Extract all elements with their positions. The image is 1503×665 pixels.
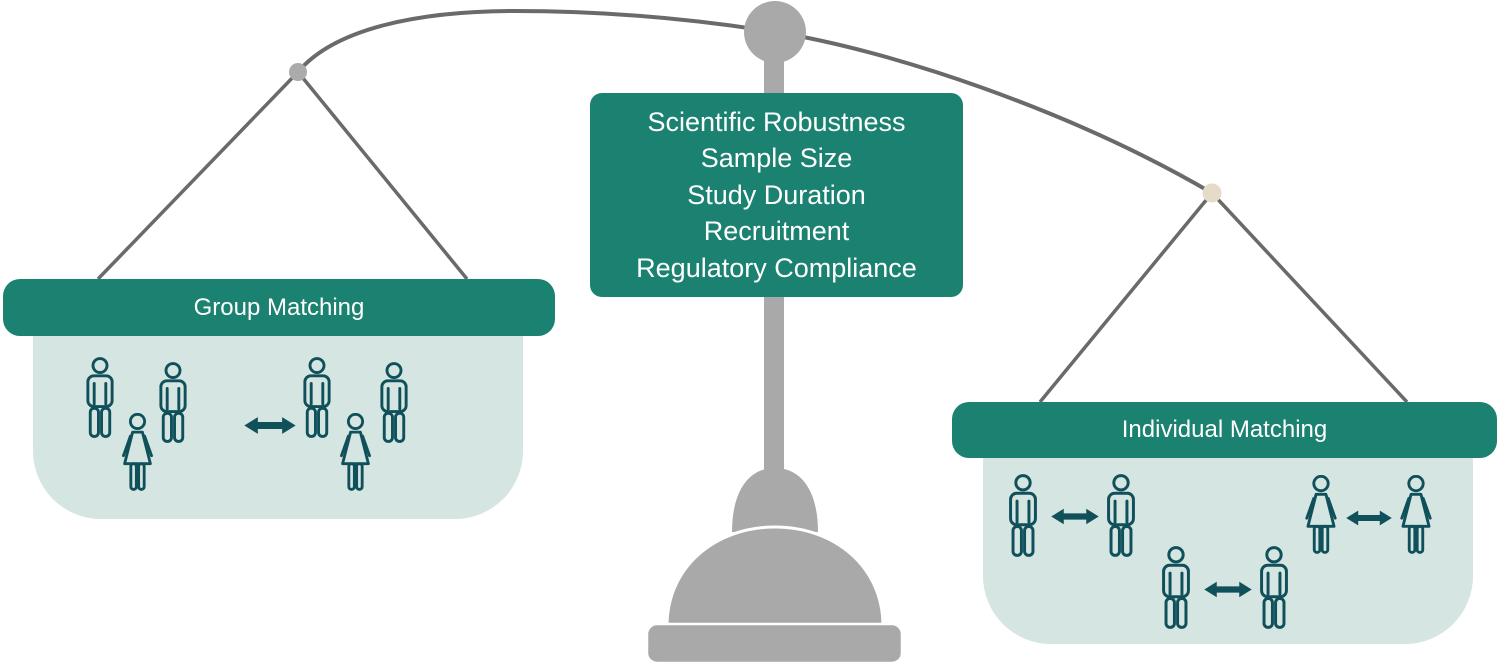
right-pan-title: Individual Matching — [1121, 416, 1328, 443]
double-headed-arrow-icon — [1050, 506, 1100, 527]
left-hook-dot — [289, 63, 307, 81]
double-headed-arrow-icon — [1203, 579, 1253, 600]
male-person-icon — [155, 362, 191, 444]
female-person-icon — [117, 413, 158, 493]
stand-post-lower — [764, 296, 784, 474]
male-person-icon — [1004, 474, 1042, 558]
right-pan-header: Individual Matching — [952, 402, 1497, 458]
consideration-line: Recruitment — [703, 216, 850, 247]
right-pan-string-left — [1038, 191, 1214, 404]
left-pan-string-right — [296, 70, 469, 281]
right-hook-dot — [1202, 183, 1222, 203]
considerations-panel: Scientific Robustness Sample Size Study … — [590, 93, 963, 297]
male-person-icon — [1255, 546, 1293, 630]
male-person-icon — [82, 357, 118, 439]
left-pan-string-left — [96, 70, 300, 281]
consideration-line: Study Duration — [687, 179, 866, 210]
consideration-line: Sample Size — [700, 143, 853, 174]
consideration-line: Regulatory Compliance — [636, 252, 917, 283]
consideration-line: Scientific Robustness — [647, 106, 906, 137]
double-headed-arrow-icon — [1345, 508, 1393, 528]
base-upper-dome — [732, 468, 818, 532]
pivot-ball — [744, 1, 806, 63]
male-person-icon — [1157, 546, 1195, 630]
base-foot — [645, 622, 904, 665]
female-person-icon — [1394, 475, 1438, 556]
scale-beam — [296, 8, 1214, 195]
male-person-icon — [299, 357, 335, 439]
left-pan-header: Group Matching — [3, 279, 555, 336]
female-person-icon — [1299, 475, 1343, 556]
male-person-icon — [1102, 474, 1140, 558]
right-pan-string-right — [1210, 191, 1409, 404]
right-pan-body — [983, 452, 1473, 644]
double-headed-arrow-icon — [243, 414, 297, 437]
male-person-icon — [376, 362, 412, 444]
left-pan-title: Group Matching — [193, 293, 365, 321]
female-person-icon — [335, 413, 376, 493]
base-lower-dome — [665, 525, 885, 628]
stand-post-upper — [764, 55, 784, 97]
